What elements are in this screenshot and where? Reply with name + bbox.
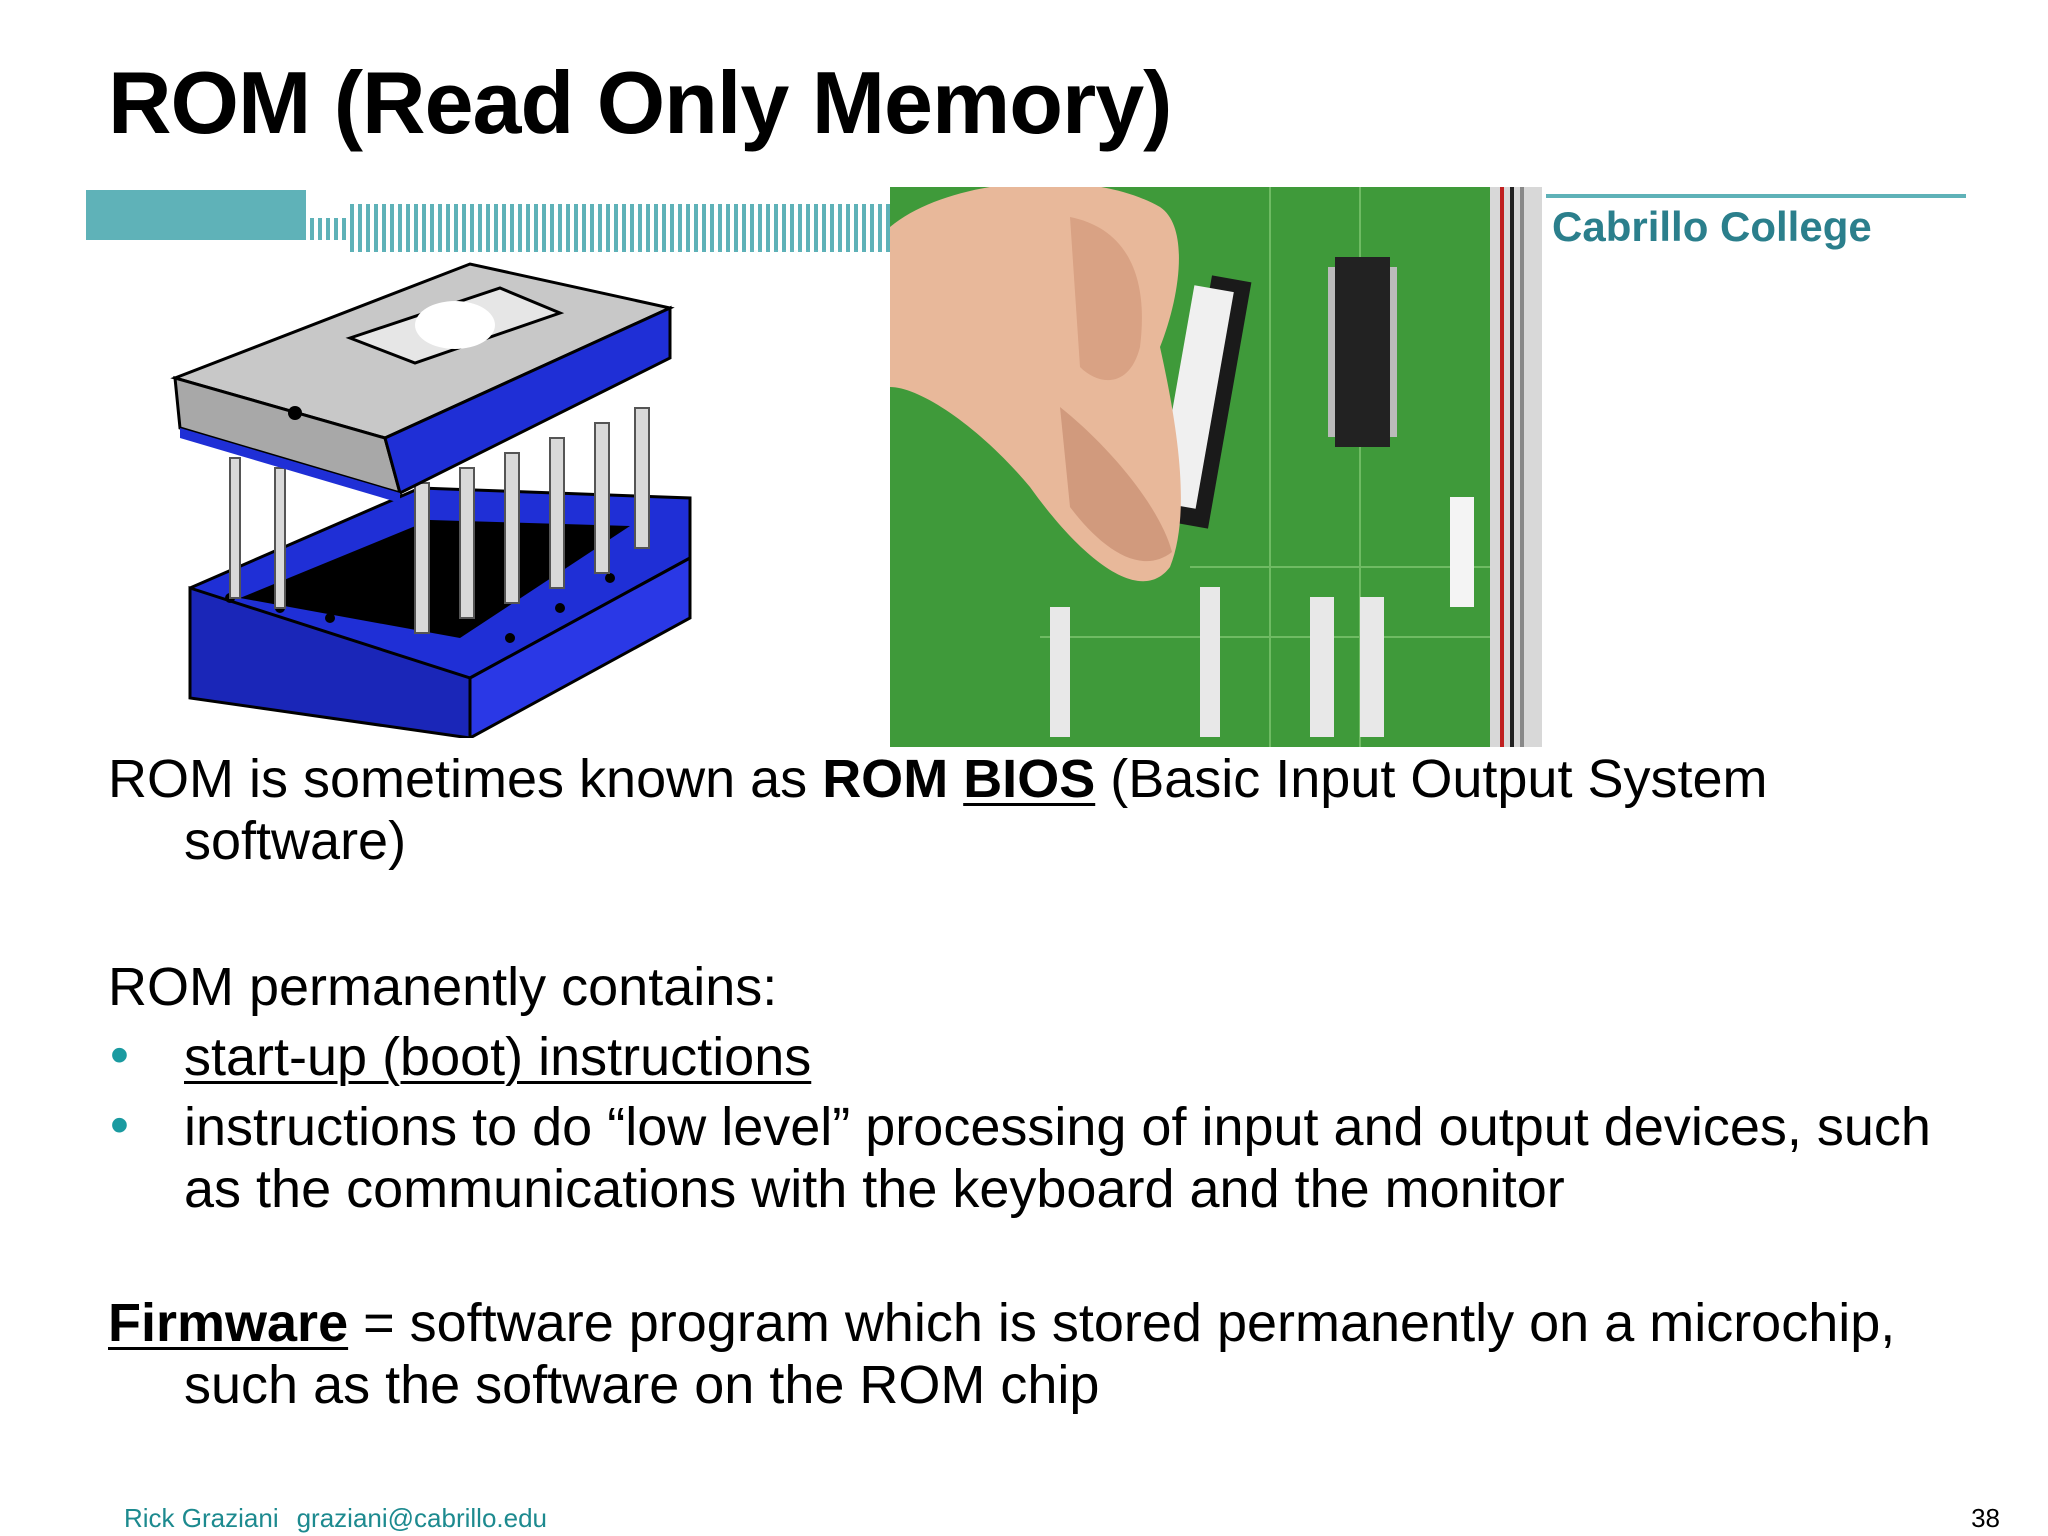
rom-contains-intro: ROM permanently contains: xyxy=(108,957,778,1017)
page-number: 38 xyxy=(1971,1503,2000,1533)
list-item: • start-up (boot) instructions xyxy=(108,1025,1968,1088)
bullet-dot-icon: • xyxy=(110,1025,129,1085)
list-item: • instructions to do “low level” processi… xyxy=(108,1095,1968,1220)
firmware-definition: Firmware = software program which is sto… xyxy=(108,1292,1968,1416)
header-banner xyxy=(86,190,1966,252)
text-space xyxy=(948,749,963,809)
rom-contents-list: • start-up (boot) instructions • instructi… xyxy=(108,1025,1968,1220)
bullet-text-boot: start-up (boot) instructions xyxy=(184,1027,812,1087)
rom-chip-illustration xyxy=(170,262,692,738)
slide-body: ROM is sometimes known as ROM BIOS (Basi… xyxy=(108,748,1968,1416)
author-name: Rick Graziani xyxy=(124,1503,279,1533)
term-rom: ROM xyxy=(822,749,949,809)
author-email: graziani@cabrillo.edu xyxy=(296,1503,548,1533)
bullet-dot-icon: • xyxy=(110,1095,129,1155)
bullet-text-low-level: instructions to do “low level” processin… xyxy=(184,1097,1931,1219)
rom-chip-on-board-photo xyxy=(890,187,1542,747)
text-bios-expansion: (Basic Input Output System software) xyxy=(184,749,1768,871)
rom-bios-paragraph: ROM is sometimes known as ROM BIOS (Basi… xyxy=(108,748,1968,872)
term-firmware: Firmware xyxy=(108,1293,349,1353)
footer-author: Rick Graziani graziani@cabrillo.edu xyxy=(124,1503,547,1534)
slide-title: ROM (Read Only Memory) xyxy=(108,53,1172,152)
term-bios: BIOS xyxy=(963,749,1096,809)
text-rom-known-as: ROM is sometimes known as xyxy=(108,749,823,809)
firmware-definition-text: = software program which is stored perma… xyxy=(184,1293,1896,1415)
brand-logo-text: Cabrillo College xyxy=(1552,203,1872,250)
